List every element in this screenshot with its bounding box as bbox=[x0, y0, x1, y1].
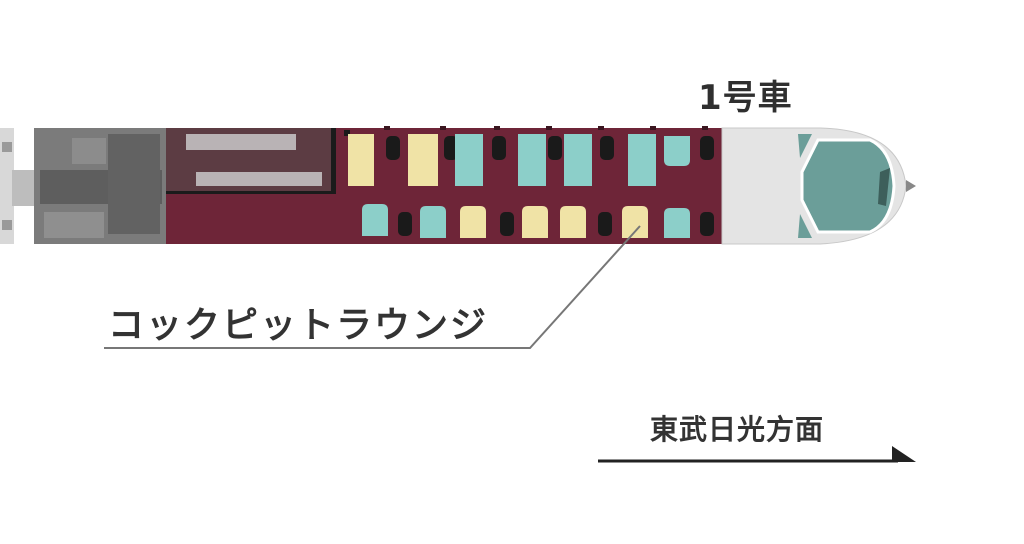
cockpit-nose bbox=[721, 127, 916, 245]
seat-teal-round bbox=[362, 204, 388, 236]
equipment-section bbox=[34, 128, 166, 244]
lower-seat-row bbox=[362, 204, 714, 238]
seat-teal bbox=[518, 134, 546, 186]
seat-yellow bbox=[408, 134, 438, 186]
seat-yellow-round bbox=[460, 206, 486, 238]
seat-teal-round bbox=[664, 208, 690, 238]
seat-yellow-round bbox=[522, 206, 548, 238]
side-window-bottom bbox=[798, 214, 812, 238]
galley-section bbox=[166, 128, 337, 197]
car-number-label: 1号車 bbox=[698, 78, 793, 118]
table bbox=[700, 136, 714, 160]
upper-seat-row bbox=[344, 130, 714, 186]
table bbox=[398, 212, 412, 236]
coupler bbox=[0, 128, 34, 244]
pillar-markers bbox=[384, 126, 708, 130]
windshield bbox=[800, 138, 896, 234]
seat-teal-round bbox=[420, 206, 446, 238]
seat-teal bbox=[628, 134, 656, 186]
arrow-right-icon bbox=[598, 446, 916, 463]
seat-yellow bbox=[348, 134, 374, 186]
table bbox=[500, 212, 514, 236]
table bbox=[600, 136, 614, 160]
seat-yellow-round bbox=[622, 206, 648, 238]
leader-line bbox=[104, 225, 641, 349]
seat-teal bbox=[455, 134, 483, 186]
side-window-top bbox=[798, 134, 812, 158]
cockpit-lounge-label: コックピットラウンジ bbox=[108, 305, 489, 346]
direction-label: 東武日光方面 bbox=[650, 413, 825, 446]
table bbox=[444, 136, 458, 160]
table bbox=[344, 130, 350, 136]
table bbox=[386, 136, 400, 160]
table bbox=[492, 136, 506, 160]
table bbox=[700, 212, 714, 236]
table bbox=[548, 136, 562, 160]
seat-yellow-round bbox=[560, 206, 586, 238]
seat-teal bbox=[564, 134, 592, 186]
seat-teal-round bbox=[664, 136, 690, 166]
table bbox=[598, 212, 612, 236]
